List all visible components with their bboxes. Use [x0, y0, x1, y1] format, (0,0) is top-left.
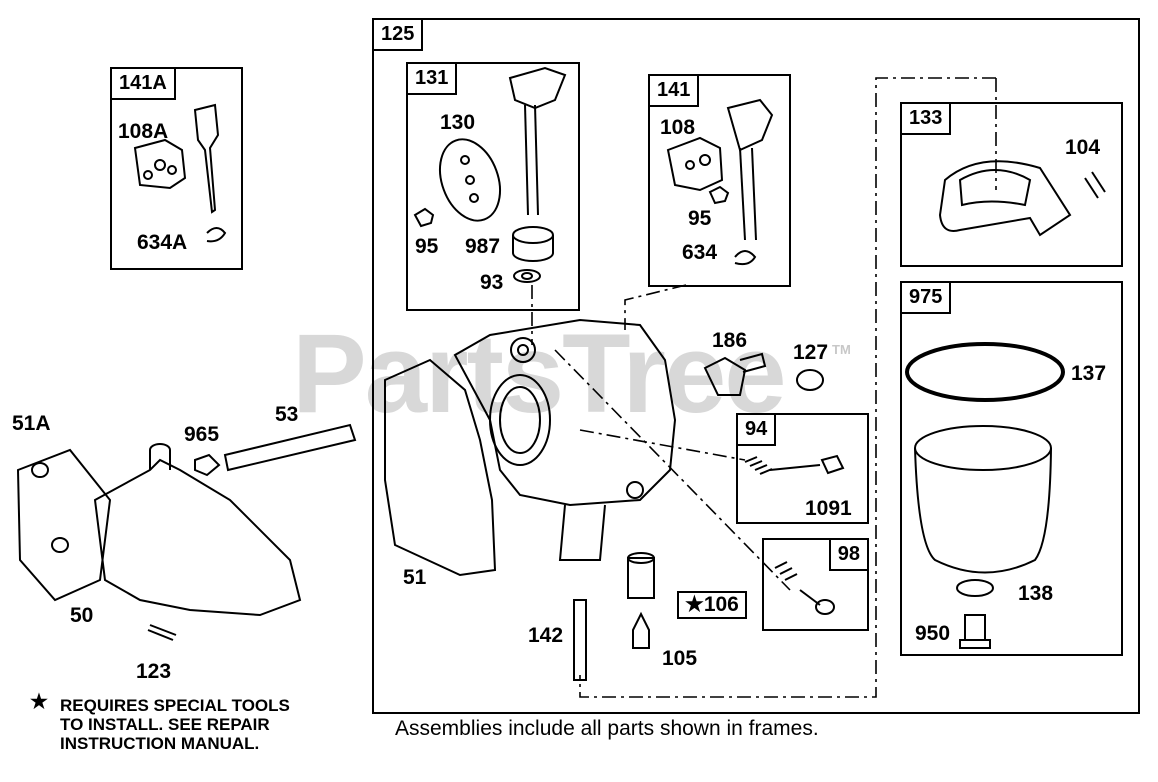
part-label-130: 130 [440, 111, 476, 134]
assembly-frame-125: 125 [372, 18, 1140, 714]
needle-valve-94-art [744, 454, 845, 475]
intake-parts-art [16, 423, 357, 641]
part-label-95-a: 95 [415, 235, 439, 258]
part-label-138: 138 [1018, 582, 1054, 605]
part-label-127: 127 [793, 341, 829, 364]
welch-plug-127-art [796, 369, 824, 391]
carburetor-body-art [453, 318, 677, 561]
part-label-95-b: 95 [688, 207, 712, 230]
assembly-frame-131: 131 [406, 62, 580, 311]
special-tools-note-line-3: INSTRUCTION MANUAL. [60, 734, 260, 753]
assembly-frame-133: 133 [900, 102, 1123, 267]
part-label-108A: 108A [118, 120, 169, 143]
throttle-shaft-141-art [666, 98, 774, 266]
part-label-1091: 1091 [805, 497, 852, 520]
frame-label-141: 141 [648, 74, 700, 107]
assemblies-caption: Assemblies include all parts shown in fr… [395, 717, 819, 740]
part-label-106-special-tools: ★106 [677, 591, 747, 619]
frame-label-131: 131 [406, 62, 458, 95]
frame-label-133: 133 [900, 102, 952, 135]
frame-label-125: 125 [372, 18, 424, 51]
part-label-634A: 634A [137, 231, 188, 254]
assembly-frame-975: 975 [900, 281, 1123, 656]
special-tools-note-line-2: TO INSTALL. SEE REPAIR [60, 715, 270, 734]
part-label-108: 108 [660, 116, 696, 139]
frame-label-94: 94 [736, 413, 777, 446]
frame-label-975: 975 [900, 281, 952, 314]
frame-label-141A: 141A [110, 67, 176, 100]
throttle-shaft-141A-art [133, 103, 227, 243]
assembly-frame-98: 98 [762, 538, 869, 631]
star-icon: ★ [30, 691, 48, 713]
jet-parts-art [573, 552, 655, 681]
part-label-50: 50 [70, 604, 94, 627]
frame-label-98: 98 [828, 538, 869, 571]
fitting-186-art [703, 352, 767, 396]
dash-dot-leaders [531, 77, 997, 698]
part-label-104: 104 [1065, 136, 1101, 159]
part-label-137: 137 [1071, 362, 1107, 385]
watermark-trademark: TM [832, 342, 851, 357]
part-label-987: 987 [465, 235, 501, 258]
choke-shaft-131-art [413, 66, 567, 283]
part-label-51A: 51A [12, 412, 51, 435]
idle-screw-98-art [774, 561, 835, 615]
part-label-123: 123 [136, 660, 172, 683]
assembly-frame-141: 141 [648, 74, 791, 287]
part-label-142: 142 [528, 624, 564, 647]
assembly-frame-94: 94 [736, 413, 869, 524]
float-133-art [938, 160, 1106, 237]
part-label-51: 51 [403, 566, 427, 589]
part-label-950: 950 [915, 622, 951, 645]
part-label-93: 93 [480, 271, 504, 294]
part-label-965: 965 [184, 423, 220, 446]
part-label-634: 634 [682, 241, 718, 264]
special-tools-note-line-1: REQUIRES SPECIAL TOOLS [60, 696, 290, 715]
gasket-51-art [384, 358, 497, 577]
part-label-105: 105 [662, 647, 698, 670]
assembly-frame-141A: 141A [110, 67, 243, 270]
part-label-53: 53 [275, 403, 299, 426]
float-bowl-975-art [905, 342, 1065, 649]
part-label-186: 186 [712, 329, 748, 352]
